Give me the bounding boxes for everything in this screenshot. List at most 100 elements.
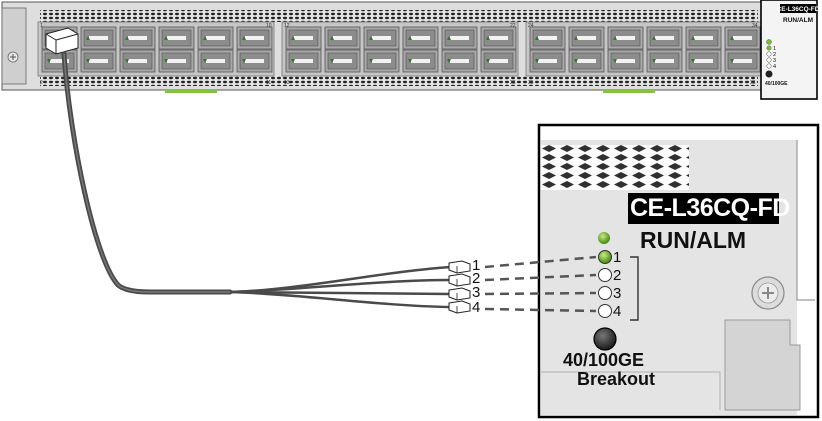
zoom-lane-led-3	[598, 286, 612, 300]
qsfp-port	[41, 49, 78, 73]
qsfp-port	[119, 26, 156, 50]
zoom-ejector-handle	[724, 319, 801, 411]
zoom-run-led	[598, 232, 610, 244]
zoom-speed-label: 40/100GE	[563, 350, 645, 370]
qsfp-port	[685, 26, 722, 50]
qsfp-port	[646, 49, 683, 73]
qsfp-port	[363, 26, 400, 50]
zoom-vent-area-fade	[541, 145, 689, 190]
qsfp-port	[236, 26, 273, 50]
zoom-lane-label-1: 1	[613, 249, 622, 266]
qsfp-port	[402, 49, 439, 73]
port-number-25: 25	[528, 80, 534, 86]
zoom-model-label: CE-L36CQ-FD	[630, 194, 790, 222]
bottom-vent-strip	[40, 76, 758, 86]
mini-status-label: RUN/ALM	[783, 17, 813, 24]
qsfp-port	[363, 49, 400, 73]
port-number-1: 1	[40, 23, 43, 29]
connector-label-4: 4	[472, 299, 481, 316]
mini-breakout-button	[765, 70, 773, 78]
port-number-13: 13	[284, 80, 290, 86]
qsfp-port	[568, 49, 605, 73]
zoom-lower-bracket	[541, 371, 721, 410]
qsfp-port	[236, 49, 273, 73]
zoom-lane-led-4	[598, 304, 612, 318]
mini-lane-label-1: 1	[773, 46, 776, 52]
mini-lane-label-3: 3	[773, 58, 776, 64]
breakout-connectors	[448, 260, 471, 314]
port-number-24: 24	[528, 23, 534, 29]
zoom-lane-label-2: 2	[613, 267, 622, 284]
zoom-breakout-button	[593, 327, 617, 351]
mini-model-label: CE-L36CQ-FD	[777, 6, 820, 13]
breakout-connector-3	[448, 287, 471, 301]
mini-run-led	[766, 39, 772, 45]
qsfp-port	[324, 26, 361, 50]
qsfp-port-cages	[41, 26, 761, 73]
qsfp-port	[568, 26, 605, 50]
qsfp-port	[119, 49, 156, 73]
qsfp-port	[158, 26, 195, 50]
lane-mapping-lines	[484, 255, 597, 313]
zoom-panel-edge	[796, 140, 815, 301]
qsfp-port	[402, 26, 439, 50]
zoom-lane-bracket	[630, 256, 639, 321]
port-number-10: 10	[266, 23, 272, 29]
port-number-12: 12	[284, 23, 290, 29]
port-number-22: 22	[510, 23, 516, 29]
zoom-lane-led-2	[598, 268, 612, 282]
qsfp-port	[607, 49, 644, 73]
qsfp-port	[285, 26, 322, 50]
qsfp-port	[441, 49, 478, 73]
port-group-led-bar-1	[165, 89, 217, 93]
mini-lane-led-4	[766, 63, 772, 69]
zoom-text-layer: CE-L36CQ-FD RUN/ALM 1 2 3 4 40/100GE Bre…	[541, 140, 797, 415]
qsfp-port	[480, 49, 517, 73]
qsfp-port	[197, 49, 234, 73]
zoom-lane-label-3: 3	[613, 285, 622, 302]
qsfp-port	[441, 26, 478, 50]
qsfp-port	[607, 26, 644, 50]
qsfp-port	[480, 26, 517, 50]
mini-speed-label: 40/100GE	[765, 81, 788, 87]
qsfp-port	[197, 26, 234, 50]
zoom-model-label-bg	[628, 193, 779, 224]
mini-lane-led-1	[766, 45, 772, 51]
qsfp-breakout-plug	[45, 27, 79, 55]
zoom-lane-label-4: 4	[613, 303, 622, 320]
connector-label-2: 2	[472, 270, 481, 287]
qsfp-port	[724, 49, 761, 73]
switch-front-panel: 1 10 12 22 24 34 2 11 13 23 25 36	[1, 1, 791, 93]
qsfp-port	[80, 49, 117, 73]
zoom-breakout-label: Breakout	[577, 369, 656, 389]
qsfp-port	[529, 26, 566, 50]
port-number-36: 36	[750, 80, 756, 86]
breakout-connector-1	[448, 260, 471, 274]
port-number-11: 11	[266, 80, 271, 86]
qsfp-port	[646, 26, 683, 50]
mini-lane-label-2: 2	[773, 52, 776, 58]
qsfp-port	[529, 49, 566, 73]
qsfp-port	[685, 49, 722, 73]
qsfp-port	[324, 49, 361, 73]
port-number-23: 23	[510, 80, 516, 86]
mini-lane-led-3	[766, 57, 772, 63]
breakout-connector-4	[448, 300, 471, 314]
connector-label-1: 1	[472, 257, 481, 274]
connector-label-3: 3	[472, 284, 481, 301]
chassis-left-ear	[1, 7, 27, 85]
qsfp-port	[80, 26, 117, 50]
breakout-connector-2	[448, 273, 471, 287]
port-group-led-bar-2	[603, 89, 655, 93]
breakout-cable	[61, 51, 451, 309]
zoom-status-label: RUN/ALM	[640, 227, 747, 253]
mini-model-label-bg	[780, 4, 816, 13]
zoom-lane-led-1	[598, 250, 612, 264]
top-vent-strip	[40, 10, 758, 22]
mini-lane-led-2	[766, 51, 772, 57]
card-zoom-view	[537, 123, 820, 419]
qsfp-port	[285, 49, 322, 73]
port-number-2: 2	[40, 80, 43, 86]
zoom-vent-area	[541, 145, 689, 190]
